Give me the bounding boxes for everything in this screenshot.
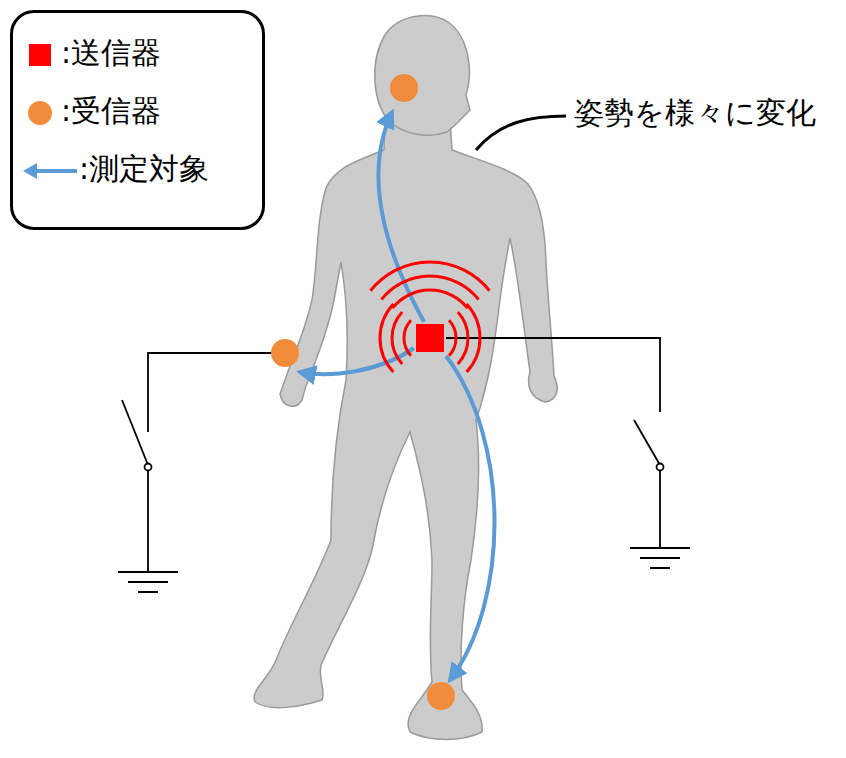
radio-wave [404,320,411,355]
leader-line [476,116,566,150]
radio-wave [370,262,489,291]
radio-waves [370,262,489,372]
annotation-label: 姿勢を様々に変化 [574,96,816,131]
ground-wiring [118,338,690,592]
radio-wave [458,312,468,364]
radio-wave [380,304,393,372]
radio-wave [381,276,478,299]
receiver [271,339,299,367]
radio-wave [392,312,402,364]
radio-wave [467,304,480,372]
legend-row: :測定対象 [13,151,262,191]
radio-wave [449,320,456,355]
legend-swatch [21,151,81,191]
legend-text: :送信器 [61,36,161,71]
legend-row: :受信器 [13,93,262,133]
receiver [427,682,455,710]
transmitter [416,324,444,352]
legend-row: :送信器 [13,35,262,75]
receiver [390,74,418,102]
signal-arrows [300,112,495,680]
legend-box: :送信器 :受信器 :測定対象 [10,10,265,230]
legend-text: :測定対象 [79,152,209,187]
legend-text: :受信器 [61,94,161,129]
radio-wave [392,290,467,308]
